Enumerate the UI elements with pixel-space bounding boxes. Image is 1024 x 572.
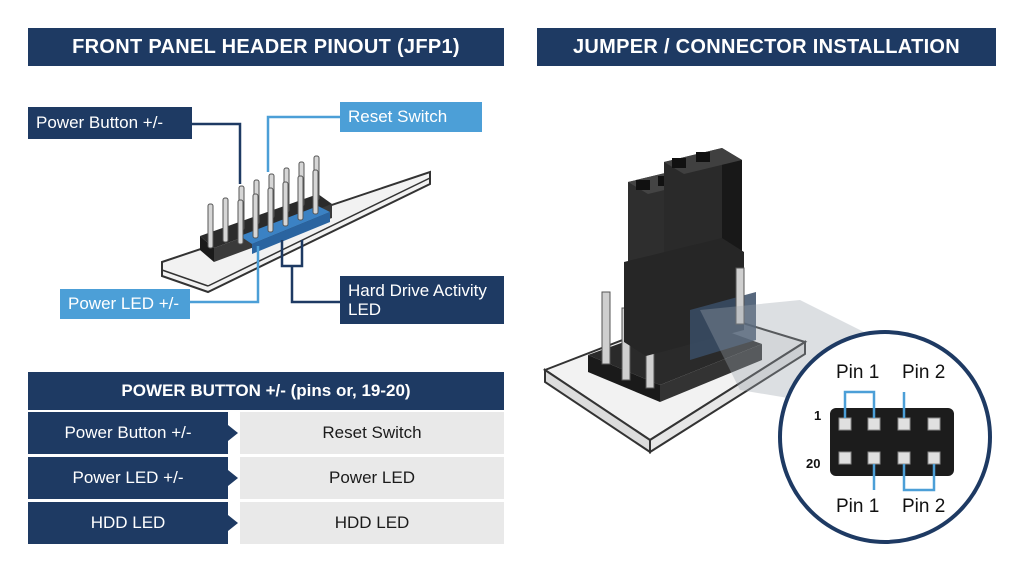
table-row: Power LED +/- Power LED (28, 457, 504, 499)
table-row-left: Power LED +/- (28, 457, 228, 499)
table-row-left: Power Button +/- (28, 412, 228, 454)
zoom-beam (700, 300, 880, 400)
zoom-callout (778, 330, 992, 544)
callout-hdd-led-line1: Hard Drive Activity (348, 281, 487, 300)
row-arrow-icon (228, 470, 238, 486)
callout-power-button: Power Button +/- (28, 107, 192, 139)
label-pin2-bottom: Pin 2 (902, 496, 946, 517)
connector-3d (542, 148, 808, 454)
callout-hdd-led: Hard Drive Activity LED (340, 276, 504, 324)
table-title: POWER BUTTON +/- (pins or, 19-20) (28, 372, 504, 410)
label-pin1-bottom: Pin 1 (836, 496, 880, 517)
label-pin1-top: Pin 1 (836, 362, 880, 383)
callout-power-led: Power LED +/- (60, 289, 190, 319)
row-arrow-icon (228, 515, 238, 531)
table-row: Power Button +/- Reset Switch (28, 412, 504, 454)
header-pins (207, 155, 320, 249)
leader-lines (190, 115, 340, 304)
table-row-right: Reset Switch (240, 412, 504, 454)
table-row: HDD LED HDD LED (28, 502, 504, 544)
row-label-20: 20 (806, 456, 821, 471)
section-header-pinout: FRONT PANEL HEADER PINOUT (JFP1) (28, 28, 504, 66)
table-row-left: HDD LED (28, 502, 228, 544)
row-label-1: 1 (814, 408, 822, 423)
label-pin2-top: Pin 2 (902, 362, 946, 383)
table-row-right: HDD LED (240, 502, 504, 544)
table-row-right: Power LED (240, 457, 504, 499)
section-header-installation: JUMPER / CONNECTOR INSTALLATION (537, 28, 996, 66)
callout-reset-switch: Reset Switch (340, 102, 482, 132)
callout-hdd-led-line2: LED (348, 300, 382, 319)
row-arrow-icon (228, 425, 238, 441)
